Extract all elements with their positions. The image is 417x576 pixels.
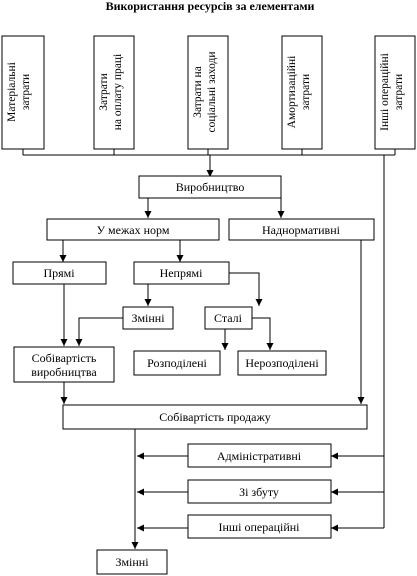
node-distributed: Розподілені: [133, 350, 221, 376]
node-within-norms: У межах норм: [46, 218, 220, 241]
node-administrative-label: Адміністративні: [217, 449, 302, 463]
node-production-label: Виробництво: [176, 180, 245, 194]
node-production-cost: Собівартість виробництва: [13, 346, 115, 383]
node-production-cost-line1: Собівартість: [32, 351, 97, 365]
node-above-norms-label: Наднормативні: [262, 223, 341, 237]
resource-depreciation-line1: Амортизаційні: [286, 56, 298, 129]
node-administrative: Адміністративні: [187, 443, 332, 468]
node-production: Виробництво: [138, 175, 282, 199]
resource-social-line2: соціальні заходи: [206, 52, 218, 133]
node-undistributed-label: Нерозподілені: [245, 356, 319, 370]
node-other-operating: Інші операційні: [187, 514, 332, 539]
node-other-operating-label: Інші операційні: [219, 520, 301, 534]
node-selling-label: Зі збуту: [239, 485, 279, 499]
node-variable-label: Змінні: [131, 311, 165, 325]
node-above-norms: Наднормативні: [228, 218, 375, 241]
resource-depreciation: Амортизаційні затрати: [281, 35, 323, 150]
resource-other-line2: затрати: [393, 74, 405, 110]
connectors: [22, 149, 396, 549]
node-fixed: Сталі: [204, 306, 253, 330]
resource-other-operating: Інші операційні затрати: [374, 35, 416, 150]
resource-material-line2: затрати: [20, 74, 32, 110]
node-variable-result: Змінні: [96, 549, 168, 575]
node-variable-result-label: Змінні: [115, 555, 149, 569]
diagram-title: Використання ресурсів за елементами: [106, 0, 315, 13]
resource-social: Затрати на соціальні заходи: [187, 35, 229, 150]
node-sales-cost: Собівартість продажу: [62, 404, 368, 430]
resource-depreciation-line2: затрати: [300, 74, 312, 110]
node-indirect: Непрямі: [133, 261, 230, 285]
node-sales-cost-label: Собівартість продажу: [159, 410, 271, 424]
node-within-norms-label: У межах норм: [97, 223, 170, 237]
node-undistributed: Нерозподілені: [237, 350, 327, 376]
resource-material: Матеріальні затрати: [1, 35, 45, 150]
node-fixed-label: Сталі: [214, 311, 243, 325]
node-production-cost-line2: виробництва: [31, 365, 97, 379]
node-variable: Змінні: [122, 306, 174, 330]
resource-material-line1: Матеріальні: [6, 62, 18, 122]
node-indirect-label: Непрямі: [160, 266, 204, 280]
node-direct: Прямі: [12, 261, 107, 285]
node-selling: Зі збуту: [187, 479, 332, 504]
node-direct-label: Прямі: [43, 266, 75, 280]
resource-labor-line2: на оплату праці: [112, 54, 124, 130]
node-distributed-label: Розподілені: [147, 356, 207, 370]
resource-other-line1: Інші операційні: [379, 53, 391, 131]
resource-labor: Затрати на оплату праці: [93, 35, 135, 150]
resource-labor-line1: Затрати: [98, 73, 110, 110]
resource-social-line1: Затрати на: [192, 66, 204, 118]
